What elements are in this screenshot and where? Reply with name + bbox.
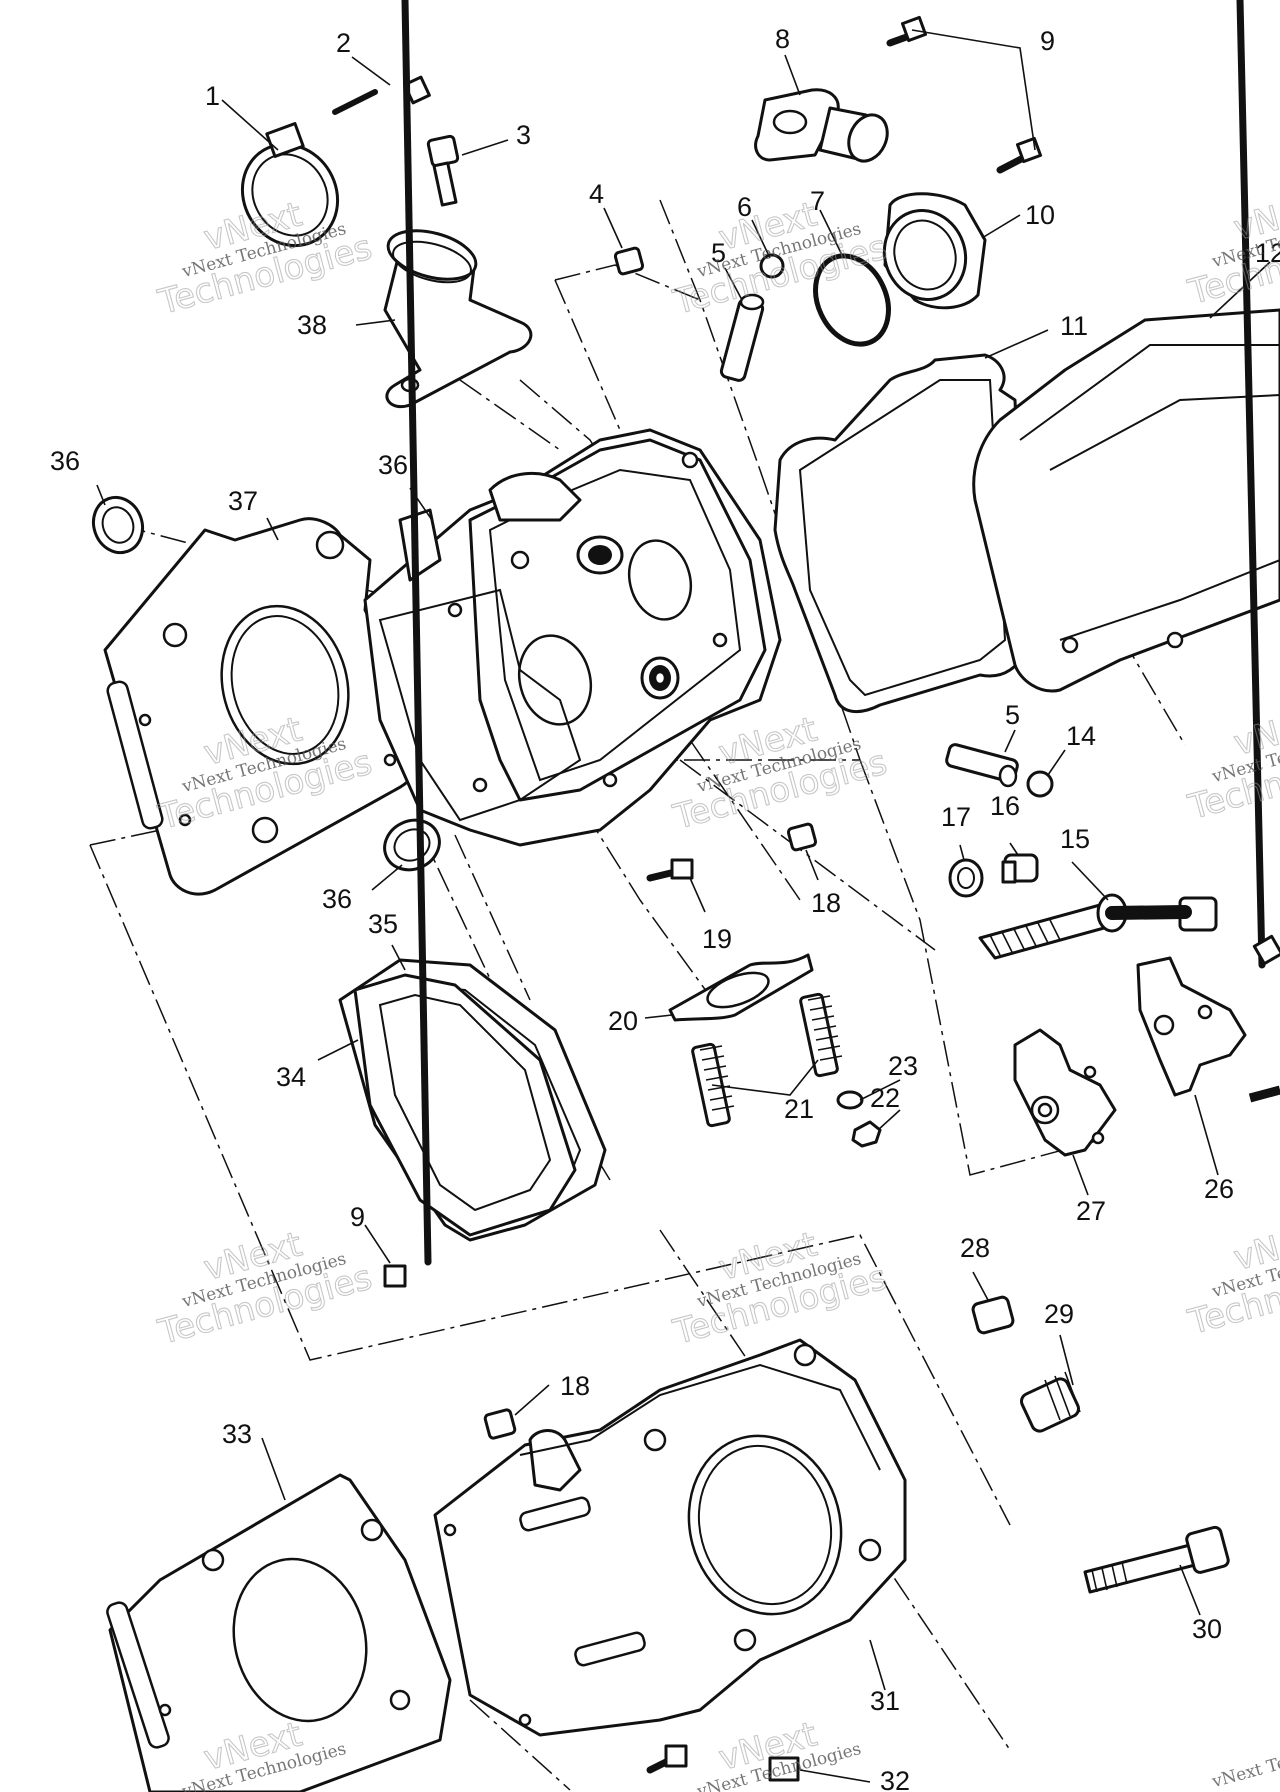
- lock-washer: [836, 1090, 864, 1110]
- watermark-3: vNext vNext Technologies Technologies: [1183, 184, 1280, 314]
- callout-labels: 1 2 3 4 5 5 6 7 8 9 9 10 11 12 14 15 16 …: [50, 24, 1280, 1792]
- callout-1: 1: [205, 81, 220, 111]
- screw-top: [886, 15, 928, 47]
- bracket-26: [1136, 956, 1247, 1097]
- dowel-pin: [613, 246, 645, 276]
- hose-clamp: [240, 122, 340, 248]
- screw-lower: [383, 0, 432, 1288]
- stud-left: [691, 1042, 735, 1128]
- callout-28: 28: [960, 1233, 990, 1263]
- callout-18b: 18: [560, 1371, 590, 1401]
- cylinder-bolt: [1083, 1525, 1230, 1594]
- head-base-frame: [378, 588, 582, 822]
- callout-31: 31: [870, 1686, 900, 1716]
- callout-4: 4: [589, 179, 604, 209]
- watermark-9: vNext vNext Technologies Technologies: [1183, 1214, 1280, 1344]
- valve-guide: [719, 293, 765, 382]
- callout-37: 37: [228, 486, 258, 516]
- callout-3: 3: [516, 120, 531, 150]
- callout-10: 10: [1025, 200, 1055, 230]
- screw-32: [646, 1744, 800, 1782]
- callout-16: 16: [990, 791, 1020, 821]
- callout-2: 2: [336, 28, 351, 58]
- plug: [1001, 853, 1039, 884]
- watermark-12: vNext Technologies: [1209, 1729, 1280, 1792]
- watermark-6: vNext vNext Technologies Technologies: [1183, 699, 1280, 829]
- stud-right: [799, 992, 843, 1078]
- callout-30: 30: [1192, 1614, 1222, 1644]
- callout-23: 23: [888, 1051, 918, 1081]
- callout-27: 27: [1076, 1196, 1106, 1226]
- callout-9b: 9: [350, 1202, 365, 1232]
- callout-20: 20: [608, 1006, 638, 1036]
- callout-11: 11: [1060, 311, 1088, 341]
- valve-guide-lower: [945, 743, 1019, 788]
- callout-9a: 9: [1040, 26, 1055, 56]
- screw-27: [1248, 1085, 1280, 1103]
- callout-12: 12: [1255, 238, 1280, 268]
- screw-26: [1236, 0, 1280, 969]
- callout-15: 15: [1060, 824, 1090, 854]
- valve-cover: [972, 308, 1280, 693]
- dowel-28: [971, 1295, 1015, 1335]
- callout-36c: 36: [322, 884, 352, 914]
- callout-17: 17: [941, 802, 971, 832]
- cylinder-head: [363, 428, 782, 847]
- cap-screw: [426, 134, 460, 207]
- intake-adapter: [383, 229, 533, 409]
- callout-36b: 36: [378, 450, 408, 480]
- thermostat-housing: [882, 192, 987, 310]
- seal-left: [91, 495, 145, 555]
- callout-33: 33: [222, 1419, 252, 1449]
- watermark-11: vNext vNext Technologies: [694, 1714, 863, 1792]
- small-seal: [759, 253, 785, 279]
- head-bolt: [978, 893, 1218, 960]
- callout-34: 34: [276, 1062, 306, 1092]
- base-gasket: [106, 1473, 452, 1792]
- bracket-27: [1013, 1028, 1117, 1157]
- watermark-line2: vNext Technologies: [1209, 1729, 1280, 1792]
- dowel-lower: [483, 1408, 517, 1440]
- callout-8: 8: [775, 24, 790, 54]
- seal-lower: [383, 818, 441, 872]
- leader-lines: [96, 29, 1271, 1783]
- cylinder-block: [433, 1338, 907, 1737]
- head-gasket-upper: [103, 517, 427, 896]
- callout-5a: 5: [711, 238, 726, 268]
- callout-21: 21: [784, 1094, 814, 1124]
- callout-26: 26: [1204, 1174, 1234, 1204]
- callout-38: 38: [297, 310, 327, 340]
- watermark-8: vNext vNext Technologies Technologies: [668, 1224, 891, 1354]
- dowel-upper: [786, 822, 818, 852]
- valve-seal: [1026, 770, 1054, 798]
- nut: [851, 1120, 882, 1148]
- callout-5b: 5: [1005, 700, 1020, 730]
- clamp-bolt: [332, 75, 431, 115]
- exhaust-gasket: [668, 953, 814, 1022]
- callout-36a: 36: [50, 446, 80, 476]
- callout-32: 32: [880, 1766, 910, 1792]
- callout-35: 35: [368, 909, 398, 939]
- watermark-2: vNext vNext Technologies Technologies: [668, 194, 891, 324]
- elbow-fitting: [754, 88, 889, 163]
- screw-19: [646, 858, 694, 882]
- washer: [948, 858, 984, 898]
- cover-lower: [353, 973, 577, 1237]
- fitting-29: [1020, 1371, 1081, 1433]
- watermark-7: vNext vNext Technologies Technologies: [153, 1224, 376, 1354]
- callout-22: 22: [870, 1083, 900, 1113]
- callout-6: 6: [737, 192, 752, 222]
- callout-14: 14: [1066, 721, 1096, 751]
- callout-7: 7: [810, 186, 825, 216]
- callout-19: 19: [702, 924, 732, 954]
- callout-18a: 18: [811, 888, 841, 918]
- callout-29: 29: [1044, 1299, 1074, 1329]
- o-ring: [813, 253, 891, 347]
